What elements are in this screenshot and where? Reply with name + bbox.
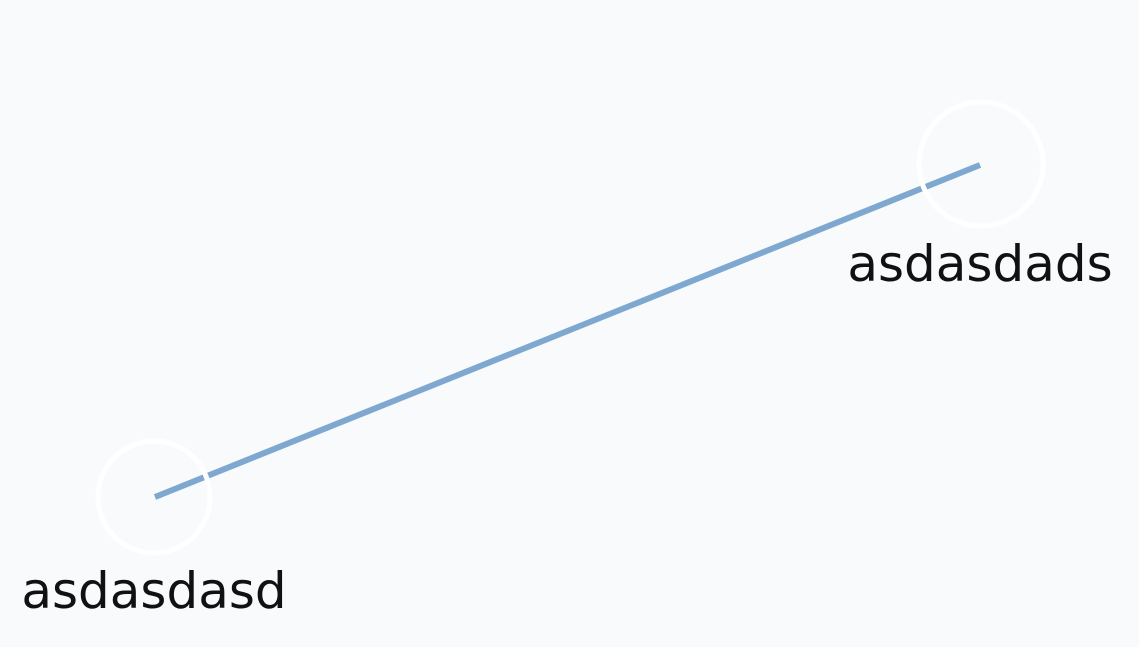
graph-node[interactable]: asdasdads [847,99,1113,293]
node-label: asdasdads [847,235,1112,293]
node-ring[interactable] [95,438,213,556]
graph-edge[interactable] [153,162,982,500]
graph-node[interactable]: asdasdasd [21,438,287,620]
node-ring[interactable] [916,99,1046,229]
node-label: asdasdasd [21,562,286,620]
